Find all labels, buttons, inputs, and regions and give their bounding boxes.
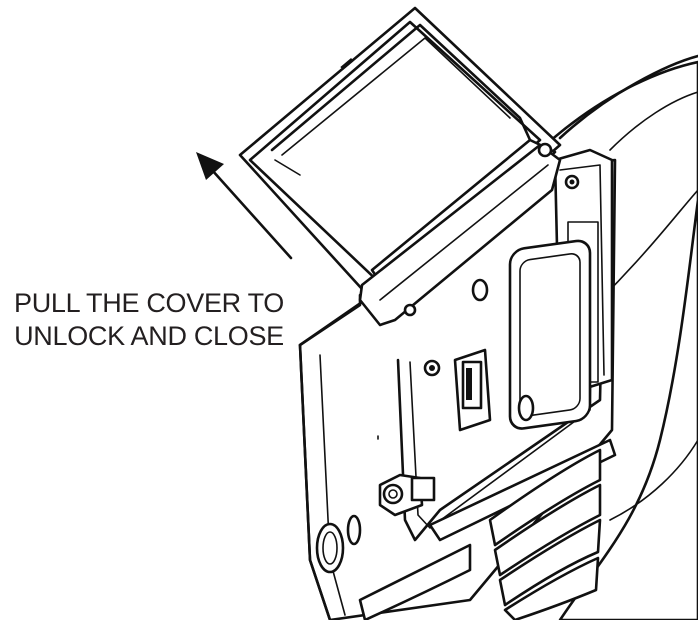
device-housing <box>539 54 698 622</box>
plate-window <box>508 239 592 430</box>
lower-mount <box>315 435 436 574</box>
vent-slats <box>358 438 617 622</box>
latch-mechanism <box>423 278 535 432</box>
instruction-line-1: PULL THE COVER TO <box>14 288 284 318</box>
pivot-cover <box>238 6 562 327</box>
instruction-line-2: UNLOCK AND CLOSE <box>14 321 284 351</box>
arrow-up-left-icon <box>196 152 293 260</box>
